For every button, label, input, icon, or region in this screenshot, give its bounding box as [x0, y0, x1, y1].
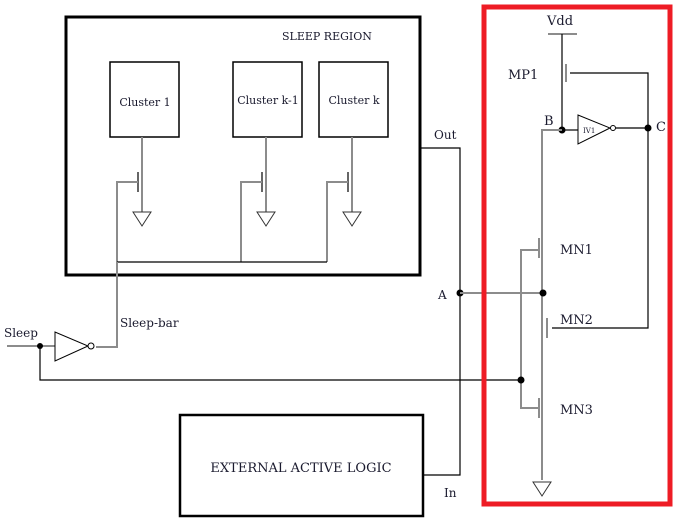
out-in-wire	[420, 147, 461, 476]
mn2-label: MN2	[560, 313, 593, 328]
cluster-k: Cluster k	[318, 61, 389, 138]
cluster-1-box	[109, 61, 180, 138]
sleep-bar-label: Sleep-bar	[120, 316, 179, 330]
ground-icon	[132, 211, 152, 227]
mn1-mn3-gate-wire	[520, 249, 539, 409]
ground-icon	[256, 211, 276, 227]
external-logic-box	[178, 413, 425, 518]
sleep-transistor-k	[326, 137, 362, 262]
cluster-k-1-box	[232, 61, 303, 138]
cluster-1: Cluster 1	[109, 61, 180, 138]
out-label: Out	[434, 128, 457, 142]
ground-icon	[342, 211, 362, 227]
keeper-highlight-box	[481, 4, 673, 507]
sleep-region-box	[64, 15, 422, 277]
inverter-bubble	[87, 342, 95, 350]
cluster-k-1-label: Cluster k-1	[237, 94, 299, 107]
keeper-a-junction	[539, 289, 547, 297]
mp1-label: MP1	[508, 68, 538, 83]
sleep-label: Sleep	[4, 326, 38, 340]
cluster-k-box	[318, 61, 389, 138]
sleep-transistor-1	[116, 137, 152, 262]
external-logic-label: EXTERNAL ACTIVE LOGIC	[210, 461, 391, 476]
ground-icon	[532, 481, 552, 497]
cluster-k-1: Cluster k-1	[232, 61, 303, 138]
in-label: In	[444, 486, 457, 500]
iv1-label: IV1	[583, 127, 595, 135]
mn3-label: MN3	[560, 403, 593, 418]
cluster-1-label: Cluster 1	[119, 96, 170, 109]
iv1-bubble	[610, 125, 616, 131]
mp1-gate-wire	[570, 72, 649, 130]
node-a-label: A	[437, 288, 447, 302]
sleep-region-title: SLEEP REGION	[282, 30, 372, 43]
node-c-label: C	[656, 120, 666, 135]
iv1-inverter	[577, 114, 612, 145]
mn1-label: MN1	[560, 243, 593, 258]
cluster-k-label: Cluster k	[328, 94, 379, 107]
mn3-gate-junction	[517, 376, 525, 384]
sleep-bar-wire	[96, 262, 118, 348]
vdd-label: Vdd	[546, 14, 573, 29]
node-b-label: B	[544, 114, 554, 129]
c-to-mn2-wire	[552, 128, 649, 329]
keeper-stack-wire	[541, 129, 562, 480]
sleep-transistor-k-1	[240, 137, 276, 262]
sleep-inverter	[54, 331, 90, 362]
sleep-to-keeper-wire	[39, 346, 521, 381]
